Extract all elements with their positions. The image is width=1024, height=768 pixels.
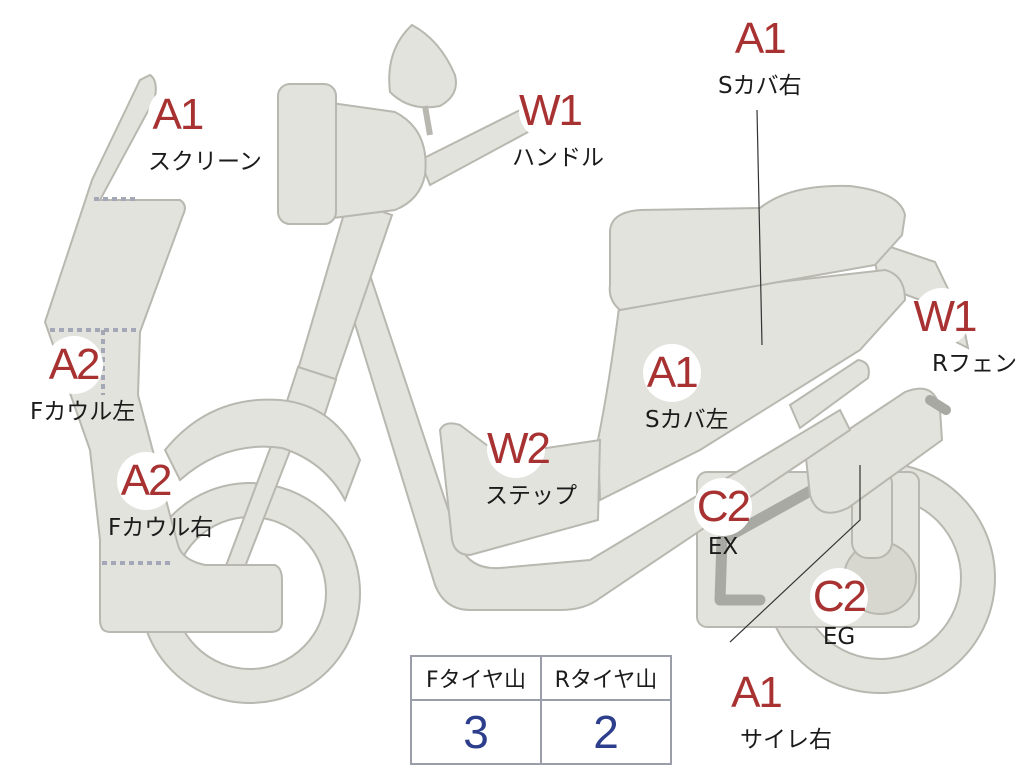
marker-exhaust: C2 EX (694, 478, 752, 560)
marker-screen: A1 スクリーン (93, 86, 262, 176)
headlight-housing (308, 98, 427, 222)
floor-frame (338, 258, 852, 611)
front-tire-value: 3 (410, 699, 542, 765)
marker-side-cover-left: A1 Sカバ左 (615, 344, 729, 434)
grade-badge: W2 (487, 420, 551, 478)
marker-muffler-right: A1 サイレ右 (680, 664, 832, 754)
grade-badge: W1 (519, 82, 583, 140)
part-label: Sカバ右 (718, 73, 802, 99)
marker-step: W2 ステップ (455, 420, 577, 510)
grade-badge: A1 (148, 86, 207, 144)
grade-badge: A2 (44, 336, 103, 394)
marker-engine: C2 EG (810, 568, 868, 650)
table-header-row: Fタイヤ山 Rタイヤ山 (410, 655, 672, 701)
marker-front-cowl-right: A2 Fカウル右 (78, 452, 213, 542)
marker-rear-fender: W1 Rフェン (868, 288, 1017, 378)
part-label: Fカウル右 (108, 515, 214, 541)
muffler-tip (925, 395, 951, 415)
grade-badge: W1 (913, 288, 977, 346)
side-bar (788, 358, 870, 430)
part-label: EX (707, 534, 739, 560)
part-label: ハンドル (512, 145, 604, 171)
grade-badge: A1 (642, 344, 701, 402)
rear-tire-value: 2 (540, 699, 672, 765)
leader-muffler-right (729, 465, 861, 643)
grade-badge: A2 (116, 452, 175, 510)
front-fender (163, 398, 362, 503)
exhaust-pipe (714, 484, 818, 606)
front-cowl-shape (43, 73, 283, 633)
rear-tire-header: Rタイヤ山 (540, 655, 672, 701)
seat (608, 184, 907, 312)
marker-side-cover-right: A1 Sカバ右 (718, 10, 802, 100)
grade-badge: C2 (810, 568, 868, 626)
step-shape (438, 422, 602, 557)
part-label: Fカウル左 (30, 399, 136, 425)
part-label: サイレ右 (740, 727, 832, 753)
marker-handle: W1 ハンドル (492, 82, 604, 172)
mirror-stem (422, 105, 433, 136)
headlight-lens (277, 83, 337, 225)
grade-badge: C2 (694, 478, 752, 536)
grade-badge: A1 (727, 664, 785, 722)
leader-side-cover-right (756, 109, 763, 346)
mirror (388, 23, 457, 109)
part-label: スクリーン (148, 149, 262, 175)
marker-front-cowl-left: A2 Fカウル左 (12, 336, 135, 426)
front-tire-header: Fタイヤ山 (410, 655, 542, 701)
muffler (804, 387, 944, 514)
grade-badge: A1 (730, 10, 789, 68)
part-label: Rフェン (932, 351, 1017, 377)
part-label: EG (822, 624, 856, 650)
tire-tread-table: Fタイヤ山 Rタイヤ山 3 2 (410, 655, 672, 765)
part-label: Sカバ左 (645, 407, 729, 433)
table-row: 3 2 (410, 699, 672, 765)
part-label: ステップ (485, 483, 577, 509)
